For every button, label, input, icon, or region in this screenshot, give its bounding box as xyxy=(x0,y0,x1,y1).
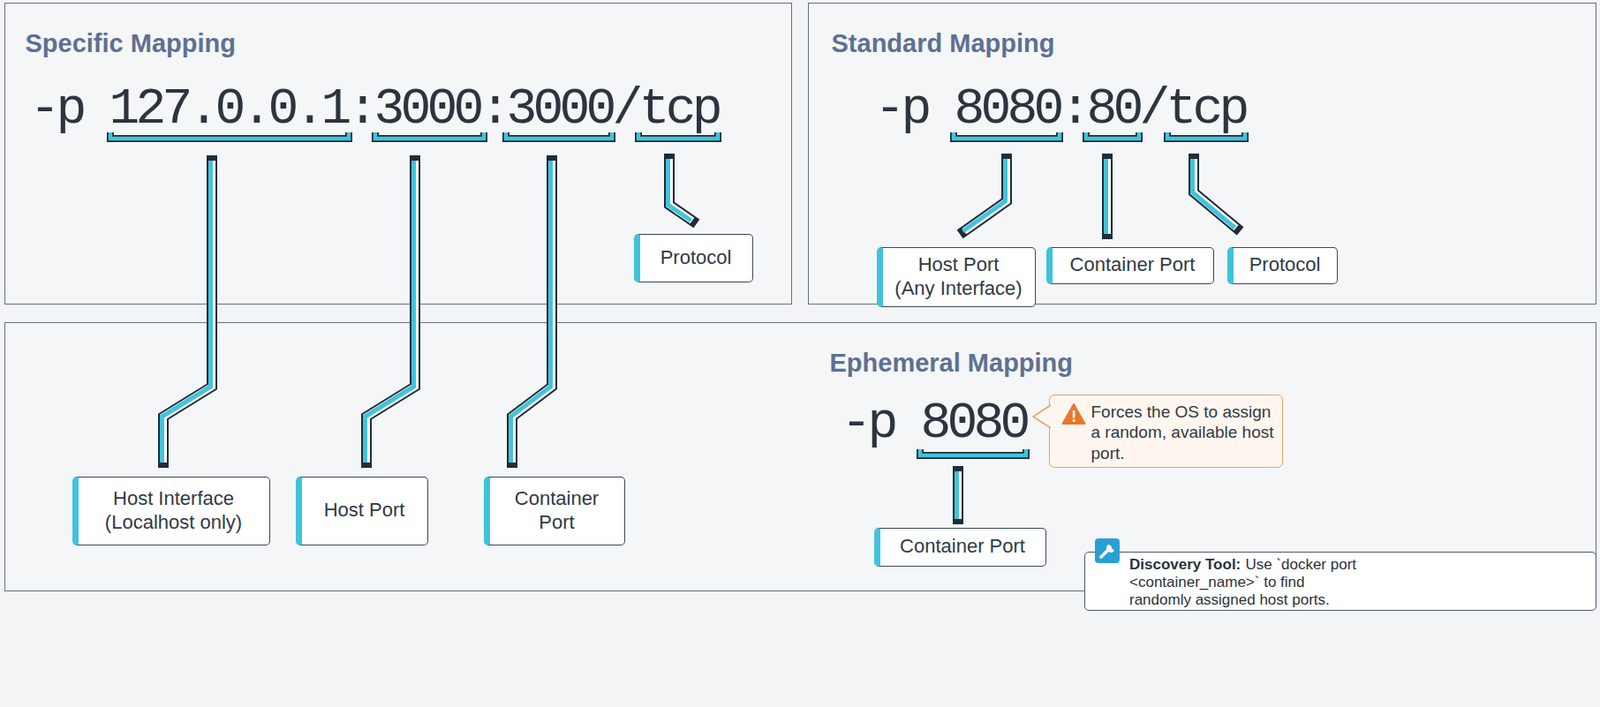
label-text: Container Port xyxy=(498,487,616,535)
panel-title: Ephemeral Mapping xyxy=(830,347,1074,379)
command-text: -p 8080:80/tcp xyxy=(875,83,1246,136)
label-text: Host Port xyxy=(324,498,406,522)
label-text: Container Port xyxy=(1070,253,1196,277)
label-subtext: (Any Interface) xyxy=(894,277,1022,301)
warning-callout: Forces the OS to assign a random, availa… xyxy=(1049,394,1284,468)
command-text: -p 127.0.0.1:3000:3000/tcp xyxy=(30,83,719,136)
part-label-box: Host Port(Any Interface) xyxy=(876,247,1036,308)
label-text: Protocol xyxy=(1249,253,1321,277)
callout-text: Forces the OS to assign a random, availa… xyxy=(1091,401,1276,465)
mapping-panel: Specific Mapping -p 127.0.0.1:3000:3000/t… xyxy=(4,2,793,305)
label-text: Host Interface xyxy=(113,487,234,511)
tip-box: Discovery Tool:Use `docker port <contain… xyxy=(1084,551,1597,612)
part-label-box: Container Port xyxy=(483,476,626,546)
part-label-box: Container Port xyxy=(1046,247,1215,285)
label-subtext: (Localhost only) xyxy=(105,511,242,535)
part-label-box: Protocol xyxy=(633,233,754,283)
label-text: Container Port xyxy=(899,535,1026,559)
tip-text: Discovery Tool:Use `docker port <contain… xyxy=(1129,556,1364,610)
mapping-panel: Standard Mapping -p 8080:80/tcpHost Port(… xyxy=(807,2,1597,305)
command-text: -p 8080 xyxy=(841,398,1027,450)
part-label-box: Host Interface(Localhost only) xyxy=(72,476,271,546)
part-label-box: Host Port xyxy=(295,476,429,546)
label-text: Host Port xyxy=(918,253,1000,277)
label-text: Protocol xyxy=(660,246,733,270)
tip-heading: Discovery Tool: xyxy=(1129,556,1241,574)
part-label-box: Protocol xyxy=(1227,247,1338,285)
part-label-box: Container Port xyxy=(874,528,1047,567)
panel-title: Standard Mapping xyxy=(831,28,1056,60)
panel-title: Specific Mapping xyxy=(25,28,236,60)
